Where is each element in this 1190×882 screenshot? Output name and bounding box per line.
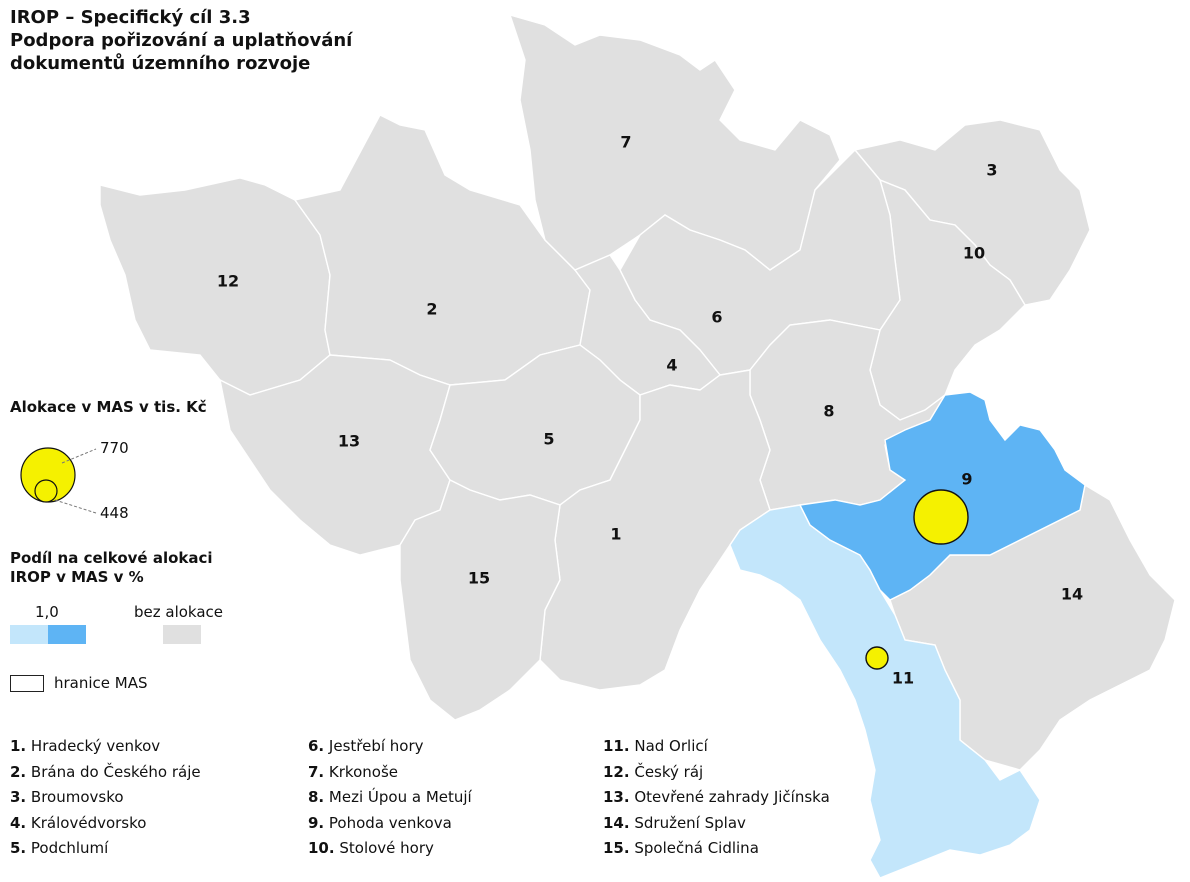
- title-line-3: dokumentů územního rozvoje: [10, 53, 311, 74]
- list-item: 11. Nad Orlicí: [603, 737, 708, 755]
- map-title: IROP – Specifický cíl 3.3 Podpora pořizo…: [10, 6, 352, 75]
- list-item: 3. Broumovsko: [10, 788, 124, 806]
- list-item: 12. Český ráj: [603, 762, 704, 781]
- region-label-6: 6: [711, 308, 722, 327]
- legend-circle-symbol: [20, 447, 97, 514]
- list-item: 9. Pohoda venkova: [308, 813, 452, 832]
- legend-leader-small: [54, 499, 97, 514]
- legend-share-heading-line1: Podíl na celkové alokaci: [10, 549, 213, 567]
- region-label-14: 14: [1061, 585, 1083, 604]
- region-label-9: 9: [961, 470, 972, 489]
- region-label-11: 11: [892, 669, 914, 688]
- region-label-15: 15: [468, 569, 490, 588]
- list-item: 6. Jestřebí hory: [308, 737, 424, 755]
- list-item: 14. Sdružení Splav: [603, 813, 746, 832]
- legend-no-allocation-label: bez alokace: [134, 603, 224, 621]
- region-label-13: 13: [338, 432, 360, 451]
- legend-boundary-label: hranice MAS: [54, 674, 148, 692]
- region-label-4: 4: [666, 356, 677, 375]
- allocation-symbols: [865, 489, 969, 670]
- region-label-1: 1: [610, 525, 621, 544]
- list-item: 2. Brána do Českého ráje: [10, 762, 201, 781]
- list-item: 15. Společná Cidlina: [603, 839, 759, 857]
- region-12[interactable]: [99, 177, 331, 396]
- region-list-col-2: 6. Jestřebí hory 7. Krkonoše 8. Mezi Úpo…: [308, 734, 472, 862]
- list-item: 8. Mezi Úpou a Metují: [308, 788, 472, 806]
- legend-scale-value: 1,0: [35, 603, 59, 621]
- legend-circle-small: [34, 479, 58, 503]
- legend-boundary-swatch: [10, 675, 44, 692]
- region-label-5: 5: [543, 430, 554, 449]
- allocation-circle-11[interactable]: [865, 646, 889, 670]
- legend-leader-large: [61, 448, 97, 464]
- list-item: 5. Podchlumí: [10, 839, 109, 857]
- legend-circle-small-value: 448: [100, 504, 129, 522]
- region-labels: 1 2 3 4 5 6 7 8 9 10 11 12 13 14 15: [217, 133, 1083, 688]
- legend-swatch-no-allocation: [163, 625, 201, 644]
- list-item: 10. Stolové hory: [308, 839, 434, 857]
- region-label-10: 10: [963, 244, 985, 263]
- list-item: 13. Otevřené zahrady Jičínska: [603, 788, 830, 806]
- region-label-8: 8: [823, 402, 834, 421]
- legend-share-heading-line2: IROP v MAS v %: [10, 568, 144, 586]
- legend-share-heading: Podíl na celkové alokaci IROP v MAS v %: [10, 549, 213, 587]
- legend-swatch-low: [10, 625, 48, 644]
- region-label-7: 7: [620, 133, 631, 152]
- region-list-col-3: 11. Nad Orlicí 12. Český ráj 13. Otevřen…: [603, 734, 830, 862]
- legend-allocation-heading: Alokace v MAS v tis. Kč: [10, 398, 207, 416]
- map-regions: [99, 13, 1176, 879]
- title-line-2: Podpora pořizování a uplatňování: [10, 30, 353, 51]
- legend-circle-large-value: 770: [100, 439, 129, 457]
- region-15[interactable]: [399, 479, 561, 721]
- region-list-col-1: 1. Hradecký venkov 2. Brána do Českého r…: [10, 734, 201, 862]
- list-item: 7. Krkonoše: [308, 762, 398, 781]
- list-item: 4. Královédvorsko: [10, 813, 147, 832]
- title-line-1: IROP – Specifický cíl 3.3: [10, 7, 251, 28]
- region-1[interactable]: [539, 369, 771, 691]
- legend-swatch-high: [48, 625, 86, 644]
- allocation-circle-9[interactable]: [913, 489, 969, 545]
- region-label-2: 2: [426, 300, 437, 319]
- list-item: 1. Hradecký venkov: [10, 737, 161, 755]
- region-label-12: 12: [217, 272, 239, 291]
- region-label-3: 3: [986, 161, 997, 180]
